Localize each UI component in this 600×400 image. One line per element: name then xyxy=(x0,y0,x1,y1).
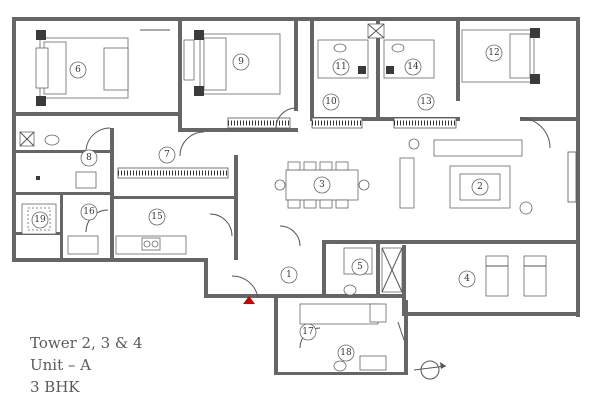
kitchen-utility-fixtures xyxy=(19,131,187,255)
room-label-7: 7 xyxy=(158,146,176,164)
room-label-4: 4 xyxy=(458,270,476,288)
room-label-14: 14 xyxy=(404,58,422,76)
svg-text:8: 8 xyxy=(86,153,92,163)
bedroom-6-furniture xyxy=(35,29,170,106)
caption-type: 3 BHK xyxy=(30,378,80,396)
room-label-18: 18 xyxy=(337,344,355,362)
svg-text:11: 11 xyxy=(335,62,346,72)
svg-text:3: 3 xyxy=(319,180,325,190)
svg-text:2: 2 xyxy=(477,182,483,192)
dining-table xyxy=(274,161,370,209)
svg-text:18: 18 xyxy=(340,348,352,358)
caption-unit: Unit – A xyxy=(30,356,91,374)
wardrobes xyxy=(117,117,457,179)
svg-text:12: 12 xyxy=(488,48,499,58)
svg-text:19: 19 xyxy=(34,215,46,225)
svg-text:1: 1 xyxy=(286,270,292,280)
svg-text:5: 5 xyxy=(357,262,363,272)
caption-tower: Tower 2, 3 & 4 xyxy=(30,334,143,352)
bedroom-12-furniture xyxy=(461,28,540,84)
svg-text:9: 9 xyxy=(238,57,244,67)
svg-text:6: 6 xyxy=(75,65,81,75)
room-label-6: 6 xyxy=(69,61,87,79)
car-park xyxy=(485,255,547,297)
room-label-13: 13 xyxy=(417,93,435,111)
room-labels: 1 2 3 4 5 6 7 8 9 10 11 12 13 14 15 16 1… xyxy=(31,44,503,362)
room-label-10: 10 xyxy=(322,93,340,111)
svg-text:16: 16 xyxy=(83,207,95,217)
svg-text:17: 17 xyxy=(302,327,314,337)
entrance-triangle-icon xyxy=(243,296,255,304)
room-label-1: 1 xyxy=(280,266,298,284)
room-label-19: 19 xyxy=(31,211,49,229)
svg-text:7: 7 xyxy=(164,150,170,160)
north-arrow-icon xyxy=(413,360,447,380)
room-label-15: 15 xyxy=(148,208,166,226)
room-label-2: 2 xyxy=(471,178,489,196)
interior-walls xyxy=(12,17,580,298)
room-label-12: 12 xyxy=(485,44,503,62)
room-label-9: 9 xyxy=(232,53,250,71)
room-label-11: 11 xyxy=(332,58,350,76)
bedroom-9-furniture xyxy=(183,30,281,96)
room-label-16: 16 xyxy=(80,203,98,221)
room-label-5: 5 xyxy=(351,258,369,276)
room-label-17: 17 xyxy=(299,323,317,341)
svg-text:4: 4 xyxy=(464,274,470,284)
svg-text:14: 14 xyxy=(407,62,419,72)
svg-text:10: 10 xyxy=(325,97,337,107)
room-label-8: 8 xyxy=(80,149,98,167)
svg-text:13: 13 xyxy=(420,97,432,107)
room-label-3: 3 xyxy=(313,176,331,194)
svg-text:15: 15 xyxy=(151,212,163,222)
living-room-furniture xyxy=(399,138,577,215)
